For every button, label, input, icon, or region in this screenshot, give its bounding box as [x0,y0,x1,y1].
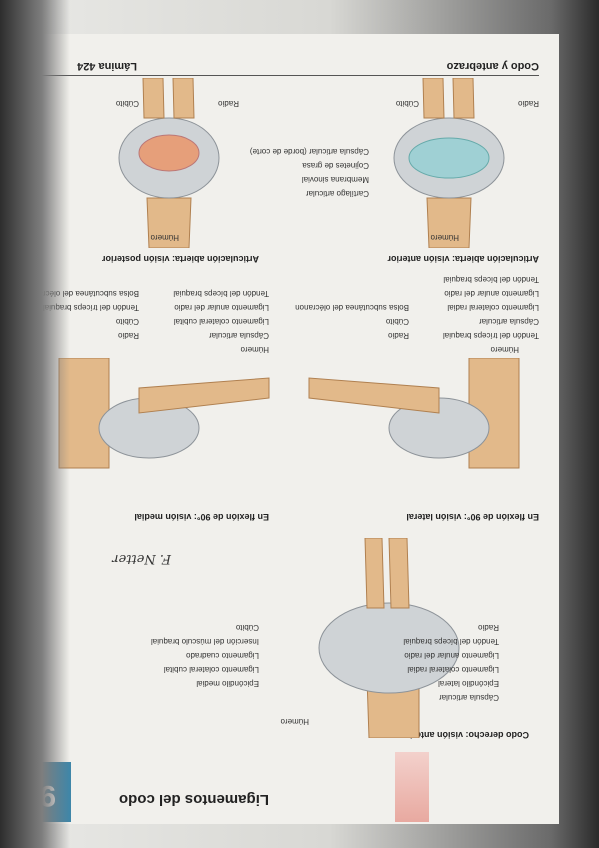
pink-bookmark [395,752,429,822]
lat-label-7: Cúbito [385,317,409,326]
running-head: Codo y antebrazo [446,60,539,72]
label-tendon-biceps: Tendón del bíceps braquial [403,637,499,646]
open-ant-radius [452,78,475,119]
section-title-lateral: En flexión de 90°: visión lateral [406,512,539,522]
section-title-medial: En flexión de 90°: visión medial [134,512,269,522]
med-label-4: Tendón del bíceps braquial [173,289,269,298]
lat-label-3: Ligamento colateral radial [447,303,539,312]
forearm-lateral [308,377,440,414]
oa-label-1: Radio [518,99,539,108]
op-label-0: Húmero [150,233,179,242]
radius [388,538,410,609]
open-post-ulna [142,78,165,119]
lamina-number: Lámina 424 [77,60,137,72]
center-label-3: Cápsula articular (borde de corte) [249,147,369,156]
section-title-open-anterior: Articulación abierta: visión anterior [387,254,539,264]
label-lig-col-cubital: Ligamento colateral cubital [163,665,259,674]
open-ant-cartilage [408,137,490,179]
ulna [364,538,385,609]
med-label-3: Ligamento anular del radio [174,303,269,312]
figure-lateral-medial [58,358,520,469]
lat-label-2: Cápsula articular [478,317,539,326]
label-lig-col-radial: Ligamento colateral radial [407,665,499,674]
op-label-2: Cúbito [115,99,139,108]
lat-label-6: Radio [388,331,409,340]
open-ant-ulna [422,78,445,119]
label-epicondilo-medial: Epicóndilo medial [196,679,259,688]
op-label-1: Radio [218,99,239,108]
label-radio: Radio [478,623,499,632]
label-lig-cuadrado: Ligamento cuadrado [186,651,259,660]
open-post-radius [172,78,195,119]
med-label-6: Cúbito [115,317,139,326]
section-title-open-posterior: Articulación abierta: visión posterior [101,254,259,264]
label-cubito: Cúbito [235,623,259,632]
figure-open-joints [118,78,505,248]
lat-label-1: Tendón del tríceps braquial [442,331,539,340]
book-edge-shadow [0,0,70,848]
open-post-fat-pad [138,134,200,172]
capsule [318,602,460,694]
center-label-1: Membrana sinovial [301,175,369,184]
med-label-1: Cápsula articular [208,331,269,340]
center-label-2: Cojinetes de grasa [302,161,369,170]
label-insercion-braquial: Inserción del músculo braquial [150,637,259,646]
footer-rule [39,75,539,76]
humerus-medial [58,358,110,469]
label-lig-anular: Ligamento anular del radio [404,651,499,660]
med-label-5: Radio [118,331,139,340]
label-capsula: Cápsula articular [438,693,499,702]
label-epicondilo-lateral: Epicóndilo lateral [438,679,499,688]
lat-label-5: Tendón del bíceps braquial [443,275,539,284]
chapter-title: Ligamentos del codo [118,791,269,808]
open-ant-humerus [426,197,472,248]
signature: F. Netter [112,551,171,566]
lat-label-4: Ligamento anular del radio [444,289,539,298]
forearm-medial [138,377,270,414]
lat-label-8: Bolsa subcutánea del olécranon [295,303,409,312]
label-humero: Húmero [280,717,309,726]
oa-label-0: Húmero [430,233,459,242]
open-post-humerus [146,197,192,248]
med-label-2: Ligamento colateral cubital [173,317,269,326]
center-label-0: Cartílago articular [305,189,369,198]
oa-label-2: Cúbito [395,99,419,108]
med-label-0: Húmero [240,345,269,354]
lat-label-0: Húmero [490,345,519,354]
figure-anterior [318,538,460,738]
